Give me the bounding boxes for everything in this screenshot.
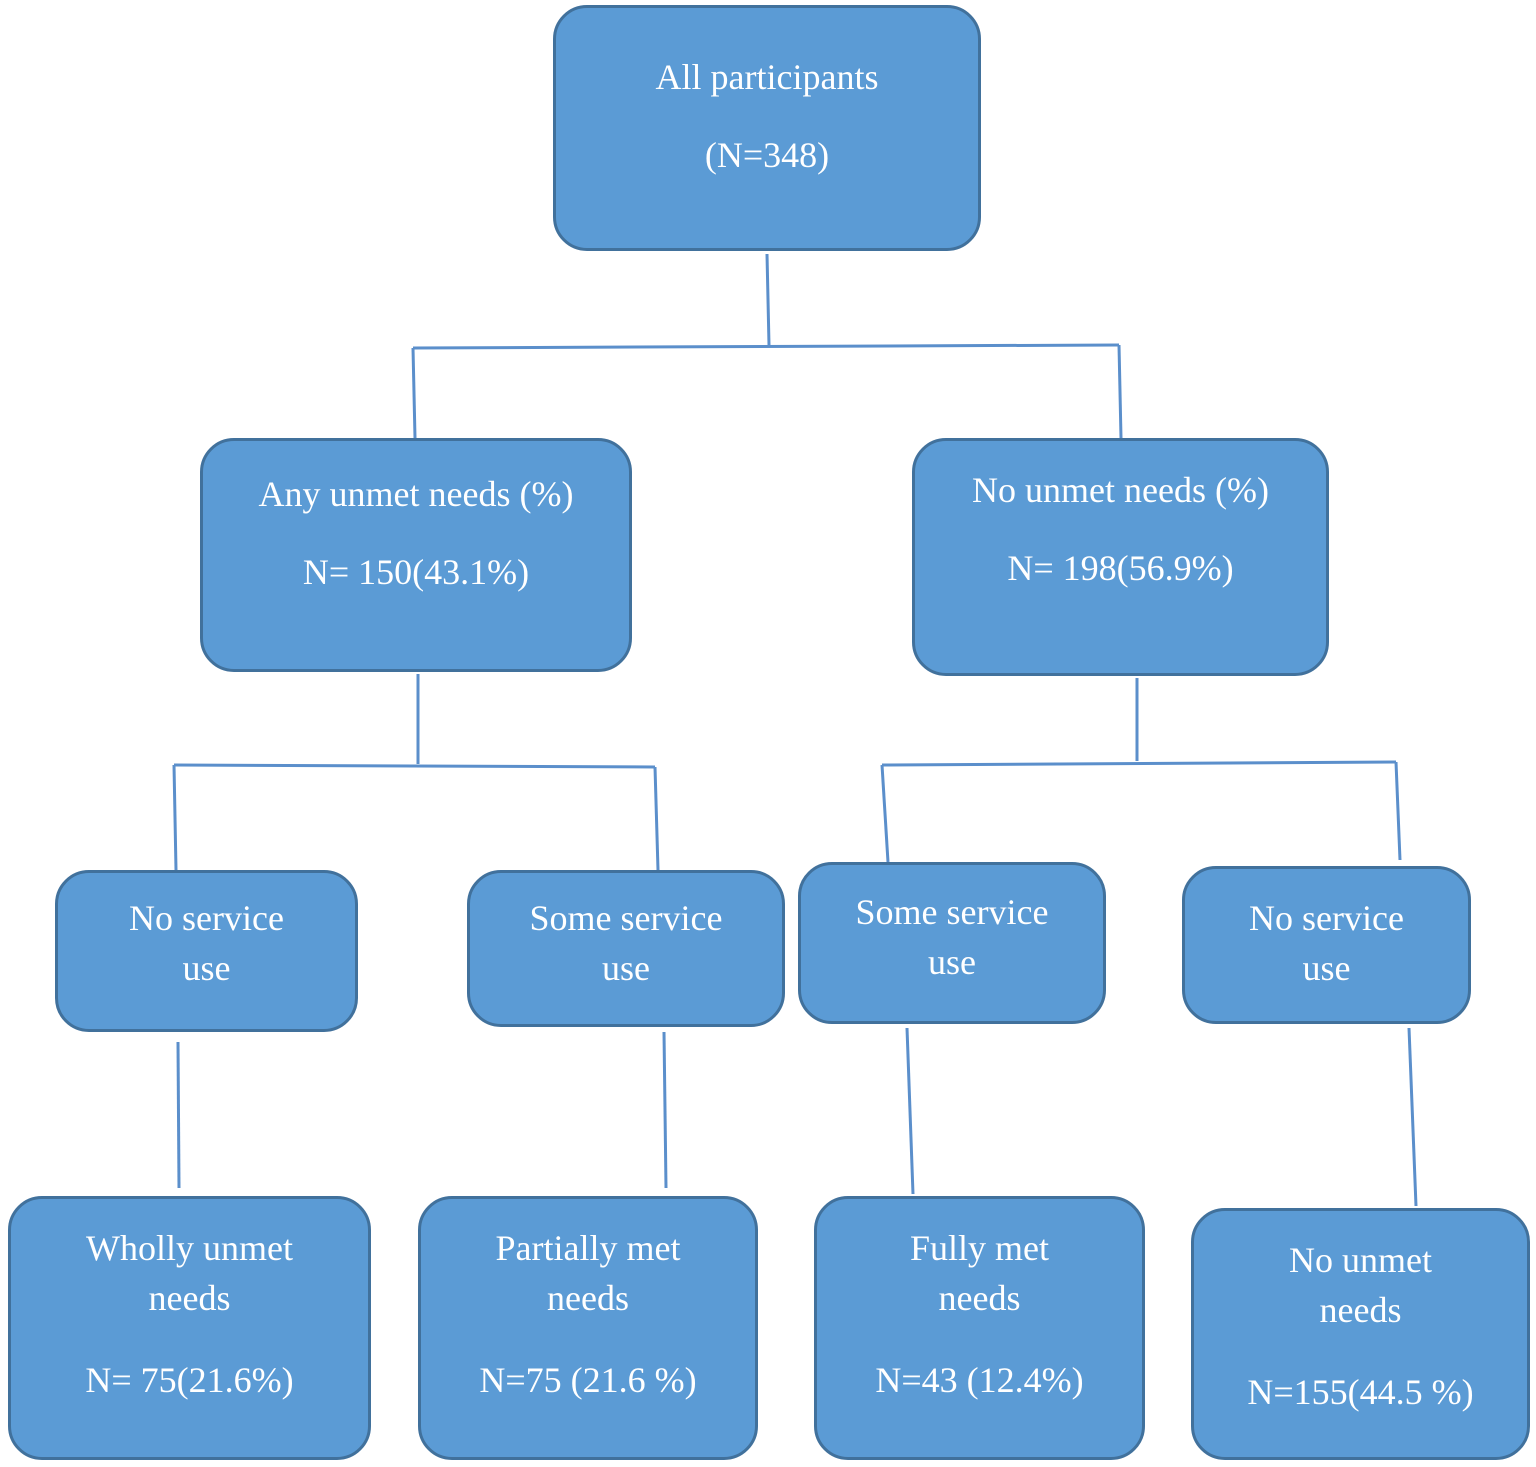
connector-to-any-unmet [411,347,417,439]
node-all-participants: All participants (N=348) [553,5,981,251]
connector-to-some-service-left [653,766,660,871]
node-label-cont: needs [938,1278,1021,1318]
node-count: N= 150(43.1%) [302,552,530,592]
connector-to-no-unmet [1117,344,1123,439]
node-label: Any unmet needs (%) [258,474,574,514]
connector-to-wholly-unmet [176,1041,181,1189]
node-label-cont: needs [547,1278,629,1318]
node-count: N=75 (21.6 %) [479,1360,697,1400]
connector-to-partially-met [662,1031,668,1189]
connector-to-fully-met [905,1027,915,1195]
node-label: No unmet needs (%) [972,470,1269,510]
node-fully-met-needs: Fully met needs N=43 (12.4%) [814,1196,1145,1460]
node-partially-met-needs: Partially met needs N=75 (21.6 %) [418,1196,758,1460]
node-label-cont: use [182,948,231,988]
node-label: Some service [529,898,723,938]
node-count: N=155(44.5 %) [1247,1372,1474,1412]
node-label: No service [1249,898,1404,938]
connector-to-some-service-right [880,764,890,863]
node-no-service-use-right: No service use [1182,866,1471,1024]
connector-left-bar [173,763,656,769]
connector-level2-bar [412,343,1120,350]
node-label-cont: needs [148,1278,231,1318]
node-wholly-unmet-needs: Wholly unmet needs N= 75(21.6%) [8,1196,371,1460]
connector-to-no-unmet-bottom [1407,1027,1418,1207]
node-no-service-use-left: No service use [55,870,358,1032]
node-label: Some service [855,892,1049,932]
node-count: N= 198(56.9%) [1007,548,1234,588]
node-label: No service [129,898,284,938]
node-label: All participants [655,57,879,97]
node-label: Wholly unmet [86,1228,293,1268]
node-label-cont: use [602,948,650,988]
node-no-unmet-needs: No unmet needs (%) N= 198(56.9%) [912,438,1329,676]
connector-root-down [765,253,771,346]
connector-to-no-service-right [1394,761,1402,861]
node-label: Fully met [909,1228,1049,1268]
node-count: (N=348) [704,135,830,175]
node-any-unmet-needs: Any unmet needs (%) N= 150(43.1%) [200,438,632,672]
node-count: N= 75(21.6%) [85,1360,294,1400]
node-some-service-use-right: Some service use [798,862,1106,1024]
node-label-cont: use [1302,948,1351,988]
node-no-unmet-needs-final: No unmet needs N=155(44.5 %) [1191,1208,1530,1460]
node-count: N=43 (12.4%) [875,1360,1084,1400]
node-label: No unmet [1289,1240,1432,1280]
node-some-service-use-left: Some service use [467,870,785,1027]
node-label-cont: use [928,942,976,982]
connector-to-no-service-left [172,764,178,871]
node-label-cont: needs [1319,1290,1402,1330]
connector-right-bar [881,760,1397,767]
node-label: Partially met [495,1228,681,1268]
